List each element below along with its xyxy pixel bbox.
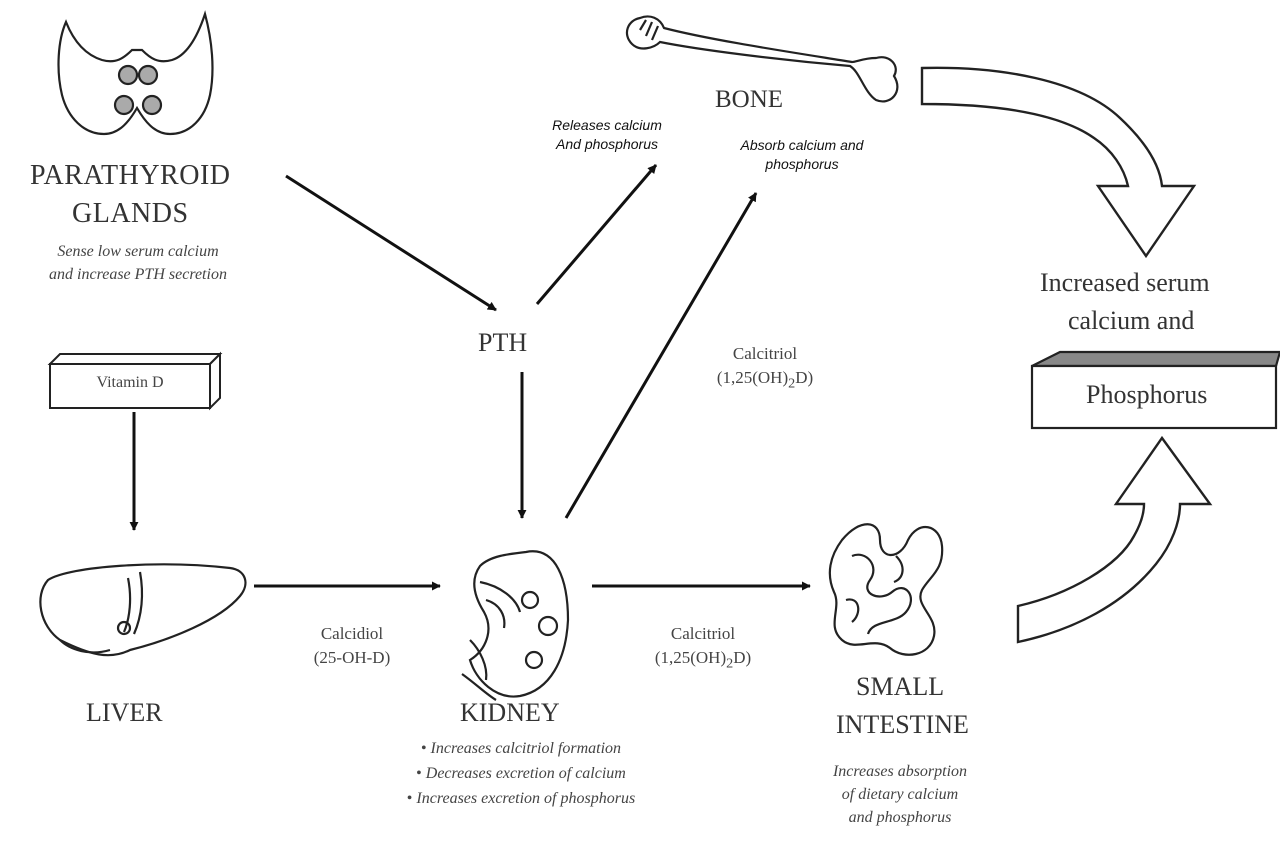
calcitriol-intestine-formula-pre: (1,25(OH): [655, 648, 726, 667]
small-intestine-title-line2: INTESTINE: [836, 710, 969, 740]
bone-absorb-line2: phosphorus: [712, 155, 892, 174]
kidney-icon: [462, 551, 568, 700]
small-intestine-icon: [830, 524, 942, 655]
outcome-line1: Increased serum: [1040, 268, 1210, 298]
calcidiol-name: Calcidiol: [282, 624, 422, 644]
small-intestine-description-line1: Increases absorption: [800, 760, 1000, 783]
arrow-pth-to-bone: [537, 165, 656, 304]
bone-releases-line1: Releases calcium: [532, 116, 682, 135]
calcidiol-label: Calcidiol (25-OH-D): [282, 624, 422, 668]
parathyroid-description-line2: and increase PTH secretion: [4, 263, 272, 286]
calcitriol-intestine-formula: (1,25(OH)2D): [638, 648, 768, 672]
calcitriol-bone-formula-pre: (1,25(OH): [717, 368, 788, 387]
kidney-title: KIDNEY: [460, 698, 560, 728]
small-intestine-description-line2: of dietary calcium: [800, 783, 1000, 806]
arrow-parathyroid-to-pth: [286, 176, 496, 310]
parathyroid-description-line1: Sense low serum calcium: [4, 240, 272, 263]
big-arrow-bone-to-outcome: [922, 68, 1194, 256]
liver-icon: [40, 564, 245, 655]
calcitriol-intestine-formula-post: D): [733, 648, 751, 667]
bone-title: BONE: [715, 86, 783, 114]
calcitriol-intestine-name: Calcitriol: [638, 624, 768, 644]
calcitriol-bone-formula-post: D): [795, 368, 813, 387]
liver-title: LIVER: [86, 698, 163, 728]
calcitriol-intestine-label: Calcitriol (1,25(OH)2D): [638, 624, 768, 672]
small-intestine-description-line3: and phosphorus: [800, 806, 1000, 829]
calcitriol-bone-formula: (1,25(OH)2D): [700, 368, 830, 392]
kidney-effects-list: Increases calcitriol formation Decreases…: [366, 736, 676, 811]
kidney-effect-item: Increases calcitriol formation: [366, 736, 676, 761]
parathyroid-title-line2: GLANDS: [72, 198, 189, 230]
bone-absorb-line1: Absorb calcium and: [712, 136, 892, 155]
kidney-effect-item: Increases excretion of phosphorus: [366, 786, 676, 811]
small-intestine-description: Increases absorption of dietary calcium …: [800, 760, 1000, 829]
bone-absorb-note: Absorb calcium and phosphorus: [712, 136, 892, 174]
bone-releases-line2: And phosphorus: [532, 135, 682, 154]
calcitriol-bone-label: Calcitriol (1,25(OH)2D): [700, 344, 830, 392]
outcome-box-label: Phosphorus: [1086, 380, 1207, 410]
calcidiol-formula: (25-OH-D): [282, 648, 422, 668]
kidney-effect-item: Decreases excretion of calcium: [366, 761, 676, 786]
small-intestine-title: SMALL: [856, 672, 944, 702]
calcitriol-bone-name: Calcitriol: [700, 344, 830, 364]
parathyroid-title: PARATHYROID: [30, 160, 231, 192]
outcome-line2: calcium and: [1068, 306, 1194, 336]
pth-label: PTH: [478, 328, 527, 358]
bone-releases-note: Releases calcium And phosphorus: [532, 116, 682, 154]
big-arrow-intestine-to-outcome: [1018, 438, 1210, 642]
parathyroid-glands-icon: [59, 14, 213, 134]
vitamin-d-label: Vitamin D: [50, 374, 210, 392]
parathyroid-description: Sense low serum calcium and increase PTH…: [4, 240, 272, 286]
